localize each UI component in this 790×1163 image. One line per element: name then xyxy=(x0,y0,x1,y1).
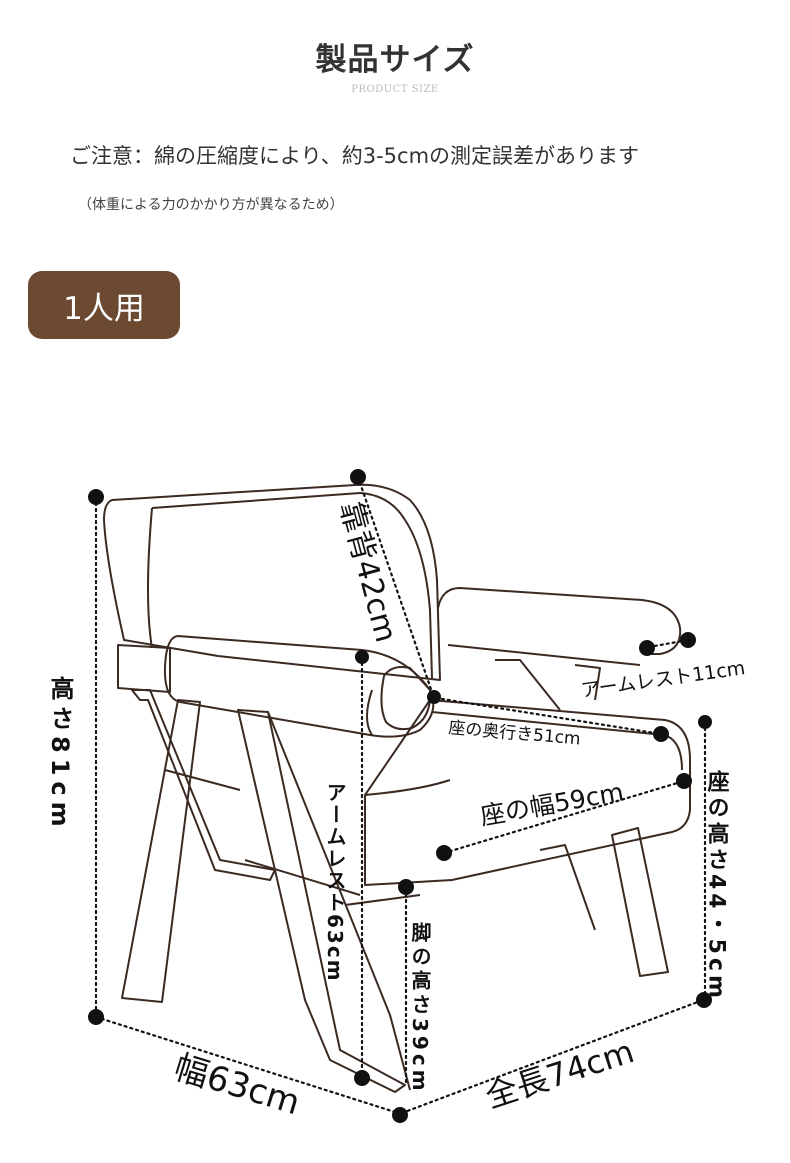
chair-drawing xyxy=(103,483,691,1093)
dim-seat-depth-label: 座の奥行き51cm xyxy=(448,718,582,749)
dim-backrest-label: 靠背42cm xyxy=(332,498,403,646)
page-subtitle: PRODUCT SIZE xyxy=(351,84,439,95)
size-badge: 1人用 xyxy=(28,271,180,339)
measurement-notice: ご注意：綿の圧縮度により、約3-5cmの測定誤差があります xyxy=(70,144,640,168)
dim-seat-width-label: 座の幅59cm xyxy=(478,777,626,831)
dim-armrest-height-label: アームレスト63cm xyxy=(323,782,347,983)
dim-length-label: 全長74cm xyxy=(481,1032,639,1116)
measurement-note: （体重による力のかかり方が異なるため） xyxy=(78,197,344,213)
page-title: 製品サイズ xyxy=(315,42,475,78)
dimension-lines xyxy=(94,475,707,1115)
dimension-dots xyxy=(88,469,712,1123)
dim-armrest-width-label: アームレスト11cm xyxy=(580,657,747,702)
dim-leg-height-label: 脚の高さ39cm xyxy=(408,922,432,1095)
dim-seat-height-label: 座の高さ44・5cm xyxy=(704,769,730,1002)
dim-height-label: 高さ81cm xyxy=(46,675,74,833)
dim-width-label: 幅63cm xyxy=(169,1047,304,1123)
